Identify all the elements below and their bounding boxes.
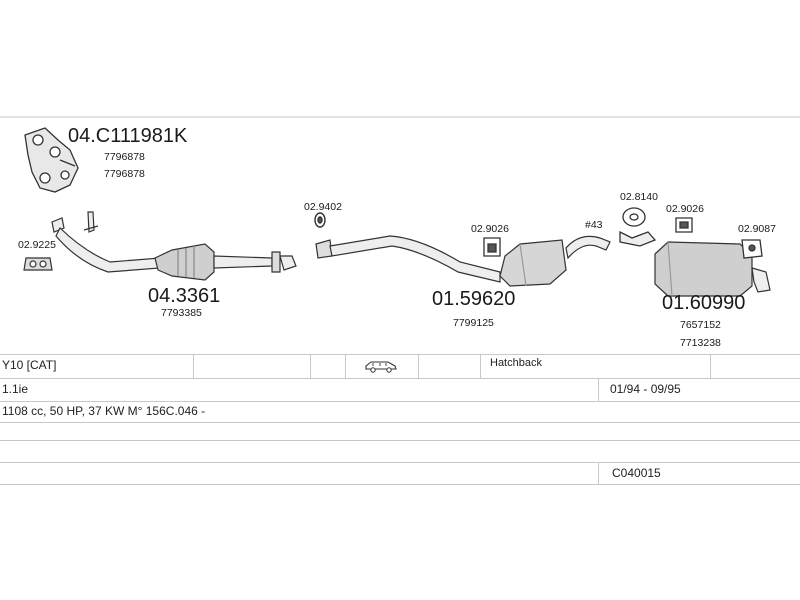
middle-silencer-code: 01.59620	[432, 288, 515, 310]
tail-bracket-part	[741, 239, 763, 259]
table-top-border	[0, 354, 800, 355]
front-gasket-part	[23, 257, 53, 271]
table-row-divider	[0, 462, 800, 463]
exhaust-manifold-part	[24, 127, 79, 193]
table-bottom-border	[0, 484, 800, 485]
table-col-divider	[710, 355, 711, 378]
middle-gasket-code: 02.9402	[304, 201, 342, 213]
table-col-divider	[418, 355, 419, 378]
front-pipe-part	[51, 211, 161, 273]
tail-bracket-code: 02.9087	[738, 223, 776, 235]
table-col-divider	[345, 355, 346, 378]
catalyst-ref: 7793385	[161, 307, 202, 319]
table-row-divider	[0, 401, 800, 402]
rear-ring-mount-part	[619, 207, 657, 247]
table-col-divider	[598, 379, 599, 401]
rear-silencer-ref-1: 7657152	[680, 319, 721, 331]
table-row-divider	[0, 440, 800, 441]
vehicle-body: Hatchback	[490, 357, 542, 369]
rear-rubber-code: 02.9026	[666, 203, 704, 215]
rear-rubber-mount-part	[675, 217, 693, 233]
vehicle-engine: 1.1ie	[2, 382, 29, 396]
table-col-divider	[598, 463, 599, 484]
rear-silencer-ref-2: 7713238	[680, 337, 721, 349]
table-row-divider	[0, 422, 800, 423]
clamp-code: #43	[585, 219, 603, 231]
vehicle-code: C040015	[612, 466, 661, 480]
middle-silencer-ref: 7799125	[453, 317, 494, 329]
manifold-ref-1: 7796878	[104, 151, 145, 163]
rear-ring-code: 02.8140	[620, 191, 658, 203]
car-body-icon	[365, 361, 397, 373]
catalytic-converter-part	[154, 243, 297, 281]
table-col-divider	[193, 355, 194, 378]
manifold-ref-2: 7796878	[104, 168, 145, 180]
rear-silencer-code: 01.60990	[662, 292, 745, 314]
table-col-divider	[480, 355, 481, 378]
middle-rubber-code: 02.9026	[471, 223, 509, 235]
vehicle-years: 01/94 - 09/95	[610, 382, 681, 396]
middle-silencer-part	[315, 235, 611, 287]
catalyst-code: 04.3361	[148, 285, 220, 307]
front-gasket-code: 02.9225	[18, 239, 56, 251]
table-row-divider	[0, 378, 800, 379]
manifold-code: 04.C111981K	[68, 125, 188, 147]
vehicle-spec: 1108 cc, 50 HP, 37 KW M° 156C.046 -	[2, 404, 206, 418]
table-col-divider	[310, 355, 311, 378]
middle-gasket-part	[314, 212, 326, 228]
rear-silencer-part	[654, 241, 771, 297]
vehicle-model: Y10 [CAT]	[2, 358, 57, 372]
middle-rubber-mount-part	[483, 237, 501, 257]
exhaust-system-diagram: 04.C111981K 7796878 7796878 02.9225 04.3…	[0, 116, 800, 349]
